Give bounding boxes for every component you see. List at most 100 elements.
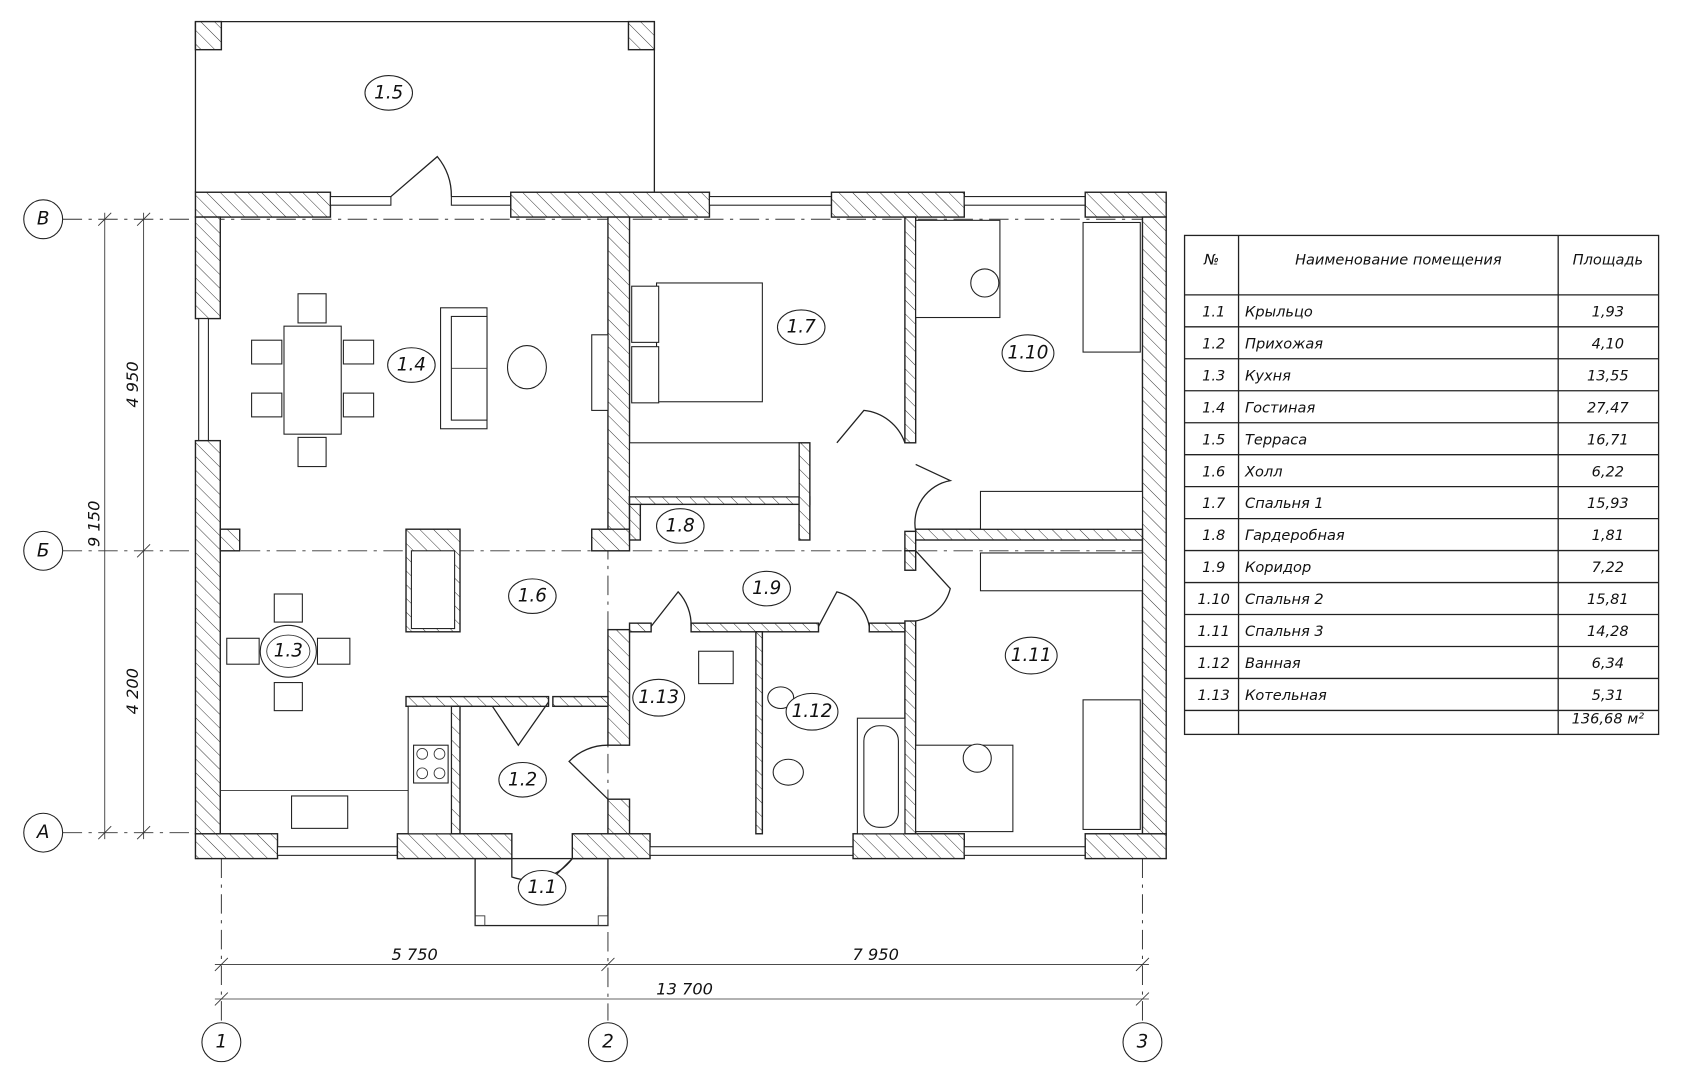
porch <box>474 857 609 927</box>
room-tags: 1.1 1.2 1.3 1.4 1.5 1.6 1.7 1.8 1.9 1.10… <box>266 75 1058 906</box>
table-row: 1.5 Терраса 16,71 <box>1184 422 1659 448</box>
header-number: № <box>1203 252 1219 269</box>
row-room-name: Кухня <box>1245 367 1291 384</box>
dimension-bottom-height: 4 200 <box>123 668 142 714</box>
dining-table <box>251 293 375 468</box>
room-tag: 1.12 <box>785 692 839 731</box>
room-tag-label: 1.2 <box>508 769 537 790</box>
fireplace <box>591 334 609 411</box>
row-room-name: Спальня 1 <box>1245 495 1324 512</box>
axis-markers: В Б А 1 2 3 <box>23 199 1163 1063</box>
doors <box>390 155 953 903</box>
axis-label: 3 <box>1137 1032 1149 1053</box>
row-area: 4,10 <box>1592 335 1624 352</box>
room-tag: 1.6 <box>508 578 557 614</box>
row-room-name: Ванная <box>1245 655 1301 672</box>
row-room-name: Спальня 2 <box>1245 591 1324 608</box>
row-area: 16,71 <box>1587 431 1629 448</box>
row-room-name: Гардеробная <box>1245 527 1345 544</box>
header-area: Площадь <box>1573 252 1643 269</box>
row-number: 1.6 <box>1202 463 1225 480</box>
row-number: 1.8 <box>1202 527 1225 544</box>
row-room-name: Котельная <box>1245 687 1327 704</box>
row-area: 14,28 <box>1587 623 1629 640</box>
row-room-name: Гостиная <box>1245 399 1315 416</box>
room-tag: 1.10 <box>1001 334 1055 373</box>
row-area: 1,93 <box>1592 303 1624 320</box>
row-room-name: Крыльцо <box>1245 303 1313 320</box>
row-room-name: Холл <box>1244 463 1283 480</box>
kitchen-table <box>226 593 351 712</box>
exterior-walls <box>194 191 1167 860</box>
total-area: 136,68 м² <box>1572 711 1645 728</box>
row-area: 13,55 <box>1587 367 1629 384</box>
row-area: 27,47 <box>1587 399 1629 416</box>
row-number: 1.13 <box>1198 687 1230 704</box>
furniture <box>220 219 1143 835</box>
interior-walls <box>219 216 1144 835</box>
table-row: 1.4 Гостиная 27,47 <box>1184 390 1659 416</box>
room-tag-label: 1.5 <box>374 82 403 103</box>
axis-label: В <box>37 209 50 230</box>
room-tag-label: 1.11 <box>1011 645 1052 666</box>
kitchen-counter <box>220 705 452 835</box>
axis-marker-row: В <box>23 199 64 240</box>
room-tag: 1.4 <box>387 347 436 383</box>
room-tag-label: 1.13 <box>638 687 679 708</box>
double-bed <box>628 282 800 498</box>
room-tag-label: 1.3 <box>274 641 303 662</box>
room-tag: 1.3 <box>266 634 311 668</box>
row-number: 1.9 <box>1202 559 1225 576</box>
desk-bedroom-3 <box>915 552 1143 833</box>
row-room-name: Терраса <box>1245 431 1307 448</box>
table-row: 1.13 Котельная 5,31 <box>1184 677 1659 704</box>
row-room-name: Коридор <box>1245 559 1311 576</box>
row-area: 6,34 <box>1592 655 1624 672</box>
axis-label: 1 <box>216 1032 228 1053</box>
dimension-left-width: 5 750 <box>391 945 437 964</box>
dimension-lines: 9 150 4 950 4 200 5 750 7 950 13 700 <box>84 212 1150 1006</box>
room-tag: 1.9 <box>742 570 791 607</box>
sofa <box>440 307 488 430</box>
room-tag-label: 1.6 <box>518 586 547 607</box>
row-number: 1.1 <box>1202 303 1225 320</box>
row-area: 7,22 <box>1592 559 1624 576</box>
row-number: 1.4 <box>1202 399 1225 416</box>
table-row: 1.12 Ванная 6,34 <box>1184 645 1659 672</box>
bathroom-fixtures <box>698 650 906 835</box>
room-tag: 1.8 <box>655 508 705 544</box>
row-number: 1.12 <box>1198 655 1230 672</box>
dimension-top-height: 4 950 <box>123 361 142 407</box>
row-area: 15,93 <box>1587 495 1629 512</box>
axis-marker-col: 3 <box>1122 1022 1163 1063</box>
row-number: 1.7 <box>1202 495 1226 512</box>
room-tag: 1.7 <box>776 309 826 346</box>
axis-marker-row: Б <box>23 530 64 571</box>
room-tag-label: 1.8 <box>666 515 695 536</box>
row-room-name: Прихожая <box>1245 335 1323 352</box>
axis-marker-row: А <box>23 812 64 853</box>
room-tag-label: 1.12 <box>792 701 833 722</box>
row-room-name: Спальня 3 <box>1245 623 1324 640</box>
room-tag: 1.13 <box>632 678 686 717</box>
axis-marker-col: 1 <box>201 1022 242 1063</box>
room-tag-label: 1.4 <box>397 355 426 376</box>
row-number: 1.5 <box>1202 431 1225 448</box>
room-tag-label: 1.9 <box>752 578 781 599</box>
table-row: 1.7 Спальня 1 15,93 <box>1184 486 1659 512</box>
room-tag-label: 1.1 <box>527 877 556 898</box>
row-number: 1.3 <box>1202 367 1225 384</box>
room-tag: 1.2 <box>498 761 547 798</box>
axis-label: А <box>36 822 50 843</box>
room-tag: 1.1 <box>517 869 567 906</box>
axis-label: Б <box>37 540 50 561</box>
dimension-total-width: 13 700 <box>656 980 713 999</box>
row-area: 5,31 <box>1592 687 1624 704</box>
table-row: 1.1 Крыльцо 1,93 <box>1184 294 1659 320</box>
coffee-table <box>506 345 547 390</box>
